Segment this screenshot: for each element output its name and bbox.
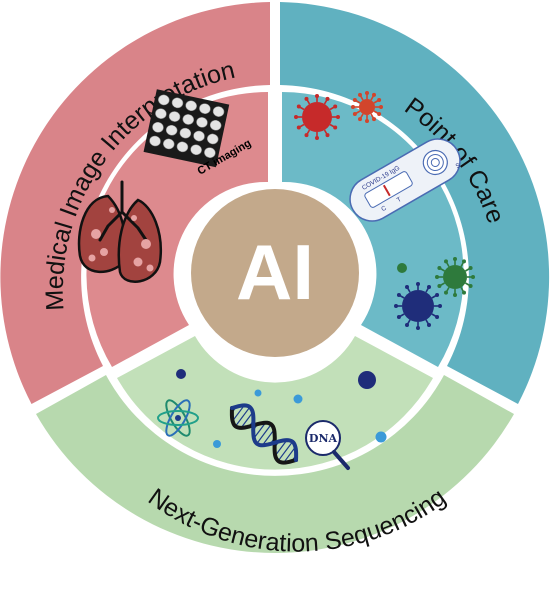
dna-rung bbox=[277, 441, 294, 462]
dots-decoration bbox=[176, 369, 387, 448]
ct-slice bbox=[179, 127, 192, 139]
ct-slice bbox=[155, 108, 167, 119]
dna-rung bbox=[232, 405, 245, 422]
ai-center-circle bbox=[191, 189, 359, 357]
ct-slice bbox=[163, 138, 175, 150]
atom-icon bbox=[157, 399, 199, 437]
ct-slice bbox=[176, 141, 189, 153]
ct-slice bbox=[165, 124, 178, 136]
ct-scan-icon bbox=[143, 89, 230, 168]
ct-slice bbox=[190, 144, 202, 156]
ct-slice bbox=[185, 100, 197, 112]
dna-magnifier-icon: DNA bbox=[305, 420, 350, 470]
decor-dot bbox=[213, 440, 221, 448]
dna-strand bbox=[229, 406, 298, 465]
test-kit-mark-s: S bbox=[455, 162, 463, 171]
dna-helix-icon bbox=[229, 403, 299, 465]
particle-dot bbox=[397, 263, 407, 273]
ct-slice bbox=[171, 97, 184, 109]
ct-slice bbox=[158, 94, 170, 106]
dna-rung bbox=[274, 439, 288, 456]
virus-icon bbox=[294, 94, 340, 140]
dna-rung bbox=[234, 406, 251, 427]
virus-icon bbox=[394, 282, 442, 330]
decor-dot bbox=[176, 369, 186, 379]
ct-slice bbox=[152, 122, 164, 133]
decor-dot bbox=[358, 371, 376, 389]
sequencing-inner-segment bbox=[117, 336, 433, 470]
ai-center-label: AI bbox=[236, 228, 314, 316]
dna-rung bbox=[283, 446, 296, 463]
virus-icon bbox=[351, 91, 383, 123]
ct-slice bbox=[199, 103, 211, 114]
test-kit-mark-c: C bbox=[380, 205, 388, 214]
dna-rung bbox=[256, 424, 272, 444]
ct-slice bbox=[209, 119, 222, 131]
virus-particles bbox=[294, 91, 475, 330]
decor-dot bbox=[293, 394, 303, 404]
test-kit-mark-t: T bbox=[396, 196, 403, 204]
dna-rung bbox=[261, 429, 275, 446]
sequencing-outer-segment bbox=[36, 375, 514, 553]
medical-imaging-inner-segment bbox=[86, 92, 269, 367]
dna-badge-label: DNA bbox=[309, 432, 338, 445]
ct-slice bbox=[212, 106, 225, 117]
point-of-care-outer-segment bbox=[280, 2, 550, 404]
ct-slice bbox=[204, 147, 216, 158]
dna-strand bbox=[230, 403, 299, 462]
ct-slice bbox=[196, 117, 208, 128]
decor-dot bbox=[375, 431, 387, 443]
virus-icon bbox=[435, 257, 475, 297]
ct-slice bbox=[168, 111, 181, 122]
lungs-icon bbox=[77, 180, 163, 283]
ct-slice bbox=[149, 135, 161, 147]
ct-slice bbox=[207, 133, 219, 145]
dna-rung bbox=[253, 422, 267, 439]
ct-slice bbox=[193, 130, 205, 142]
medical-imaging-outer-segment bbox=[0, 2, 271, 404]
decor-dot bbox=[254, 389, 262, 397]
dna-rung bbox=[240, 412, 254, 429]
ct-slice bbox=[182, 114, 194, 125]
